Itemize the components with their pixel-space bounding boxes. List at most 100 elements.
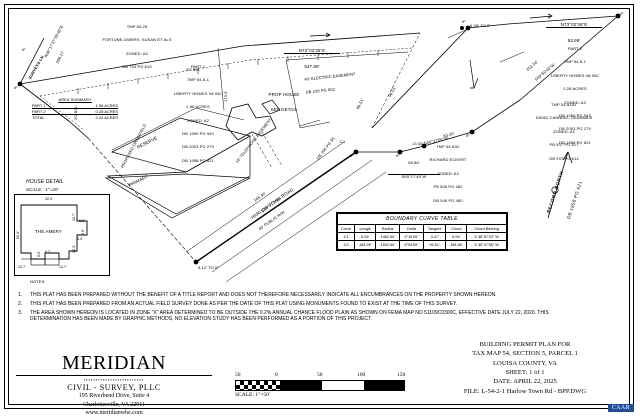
area-row-value: 2.24 ACRES	[95, 115, 118, 121]
area-row-label: TOTAL	[32, 115, 45, 121]
electric-easement-deed: DB 236 PG 602	[305, 86, 336, 95]
part1-zoned: ZONED: A2	[187, 117, 209, 123]
road-bearing: S35°07'7"W	[260, 196, 282, 214]
house-dim: 12.7'	[18, 265, 26, 269]
curve-table-title: BOUNDARY CURVE TABLE	[337, 213, 507, 225]
scale-bar-graphic	[235, 380, 405, 391]
north-line-bearing: N73°02'35"E	[284, 48, 340, 55]
curve-cell: C2	[336, 240, 356, 250]
curve-cell: 1482.50'	[375, 232, 401, 242]
see-detail-text: SEE DETAIL	[270, 107, 298, 113]
label-building-setback: 20' BSL	[186, 67, 201, 72]
firm-discipline: CIVIL - SURVEY, PLLC	[67, 383, 161, 392]
curve-col-radius: Radius	[375, 223, 401, 234]
area-summary-heading: AREA SUMMARY	[58, 97, 92, 102]
title-line-2: TAX MAP 54, SECTION 5, PARCEL 1	[472, 350, 578, 358]
south-neighbor-deed2: DB 546 PG 480	[433, 197, 463, 203]
logo-dot-row: ▪▪▪▪▪▪▪▪▪▪▪▪▪▪▪▪▪▪▪▪▪▪▪▪▪	[83, 377, 145, 382]
scale-segment-solid	[280, 381, 322, 390]
scale-segment-checker	[236, 381, 280, 390]
area-row-label: PART 2	[32, 109, 46, 115]
firm-website[interactable]: www.meridianwbe.com	[85, 410, 143, 417]
curve-col-curve: Curve	[336, 223, 356, 234]
monument-label-n: IF	[462, 19, 466, 24]
title-line-3: LOUISA COUNTY, VA	[493, 359, 557, 367]
caar-badge: CAAR	[607, 404, 634, 412]
scale-tick: 100	[357, 372, 366, 378]
bearing-south-a: 69.86' S65°17'49"W	[388, 152, 440, 189]
mid-dist-175: 173.5'	[223, 90, 228, 102]
curve-table-header-row: Curve Length Radius Delta Tangent Chord …	[336, 223, 507, 234]
house-detail-box: 32.0' 52.0' 10.7' 6.5' 9.0' 6.3' 12.3' 6…	[14, 194, 110, 276]
curve-cell: S 38°57'23" W	[466, 232, 507, 242]
north-neighbor-deed: DB 753 PG 619	[122, 64, 152, 70]
scale-tick: 150	[397, 372, 406, 378]
east-neighbor-deed1: PB 937 PG 617	[549, 142, 579, 148]
monument-label-se: IF	[466, 133, 470, 138]
south-neighbor-deed1: PB 546 PG 482	[433, 184, 463, 190]
logo-divider	[16, 375, 212, 376]
area-row-label: PART 1	[32, 103, 46, 109]
curve-cell: 1532.50'	[375, 240, 401, 250]
parcel-north-neighbor: TMP 54-25 FORTUNE-OWERS, SUSAN ET ALS ZO…	[72, 16, 202, 79]
notes-heading: NOTES:	[30, 279, 46, 284]
east-neighbor-owner: DAVID CANNING, DEANNA B	[535, 115, 593, 121]
curve-cell: C1	[336, 232, 356, 242]
tie-top: 6.98' TO IF	[470, 23, 491, 28]
boundary-curve-table: BOUNDARY CURVE TABLE Curve Length Radius…	[336, 212, 508, 251]
house-dim: 9.0'	[81, 229, 85, 235]
firm-address2: Charlottesville, VA 22911	[82, 401, 146, 408]
top-right-bearing: N73°02'36"E	[546, 22, 602, 29]
south-neighbor-owner: RICHARD ECKERT	[429, 157, 467, 163]
house-detail-title: HOUSE DETAIL	[26, 179, 64, 185]
curve-cell: 6.94'	[445, 232, 468, 242]
south-neighbor-tmp: TMP 54-83C	[436, 143, 460, 149]
scale-tick: 0	[275, 372, 278, 378]
curve-cell: S 35°37'56" W	[466, 240, 507, 250]
bearing-top-right: N73°02'36"E 93.99'	[546, 12, 602, 53]
scale-bar-labels: 50 0 50 100 150	[235, 372, 405, 380]
house-detail-scale: SCALE: 1"=20'	[26, 187, 59, 192]
curve-col-tangent: Tangent	[422, 223, 447, 234]
east-bearing: S49°50'40"W	[533, 62, 556, 83]
south-a-bearing: S65°17'49"W	[388, 174, 440, 179]
curve-cell: 3.47'	[422, 232, 447, 242]
scale-segment-solid	[364, 381, 404, 390]
scale-segment-blank	[322, 381, 364, 390]
prop-house-text: PROP HOUSE	[268, 92, 300, 98]
parcel-south-neighbor: TMP 54-83C RICHARD ECKERT ZONED: A2 PB 5…	[400, 136, 496, 212]
scale-tick: 50	[235, 372, 241, 378]
note-item: 3. THE AREA SHOWN HEREON IS LOCATED IN Z…	[18, 310, 578, 324]
firm-logo-block: MERIDIAN ▪▪▪▪▪▪▪▪▪▪▪▪▪▪▪▪▪▪▪▪▪▪▪▪▪ CIVIL…	[14, 352, 214, 418]
note-text: THIS PLAT HAS BEEN PREPARED FROM AN ACTU…	[30, 300, 458, 307]
house-dim: 10.7'	[72, 213, 76, 221]
scale-bar: 50 0 50 100 150 SCALE: 1"=50'	[235, 372, 405, 398]
area-summary: AREA SUMMARY PART 1 1.96 ACRES PART 2 0.…	[32, 97, 118, 121]
parcel-east-neighbor: TMP 54-81A1 DAVID CANNING, DEANNA B ZONE…	[506, 94, 622, 170]
house-dim: 5.0'	[37, 251, 41, 257]
table-row: C1 6.94' 1482.50' 0°16'06" 3.47' 6.94' S…	[336, 232, 507, 242]
part1-deed1: DB 1990 PG 943	[182, 130, 214, 136]
tie-bottom: 5.12' TO IF	[198, 265, 219, 270]
title-line-6: FILE: L-54-2-1 Harlow Town Rd - BPP.DWG	[463, 387, 587, 395]
curve-cell: 92.61'	[422, 240, 447, 250]
house-dim: 6.5'	[79, 219, 85, 223]
title-line-1: BUILDING PERMIT PLAN FOR	[479, 341, 571, 348]
label-prop-house: PROP HOUSE SEE DETAIL	[256, 82, 312, 122]
north-line-distance: 537.68'	[304, 64, 320, 70]
scale-bar-caption: SCALE: 1"=50'	[235, 392, 270, 398]
sheet-border-inner	[8, 8, 630, 405]
parcel-part2: PART 2 TMP 54-5-1 LIBERTY HOMES VA INC 0…	[528, 38, 622, 154]
part2-label: PART 2	[567, 45, 583, 51]
sheet-border-outer	[4, 4, 634, 409]
monument-label-w: IF	[14, 85, 18, 90]
curve-col-length: Length	[354, 223, 377, 234]
notes-block: 1. THIS PLAT HAS BEEN PREPARED WITHOUT T…	[18, 292, 578, 325]
title-line-5: DATE: APRIL 22, 2025	[493, 378, 557, 386]
east-neighbor-deed2: DB 937 PG 614	[549, 155, 579, 161]
part1-deed3: DB 1958 PG 621	[182, 157, 214, 163]
label-building-setback-side: 20' BSL	[73, 105, 78, 120]
house-dim: 6.7'	[45, 250, 51, 254]
south-neighbor-zoned: ZONED: A2	[437, 170, 459, 176]
